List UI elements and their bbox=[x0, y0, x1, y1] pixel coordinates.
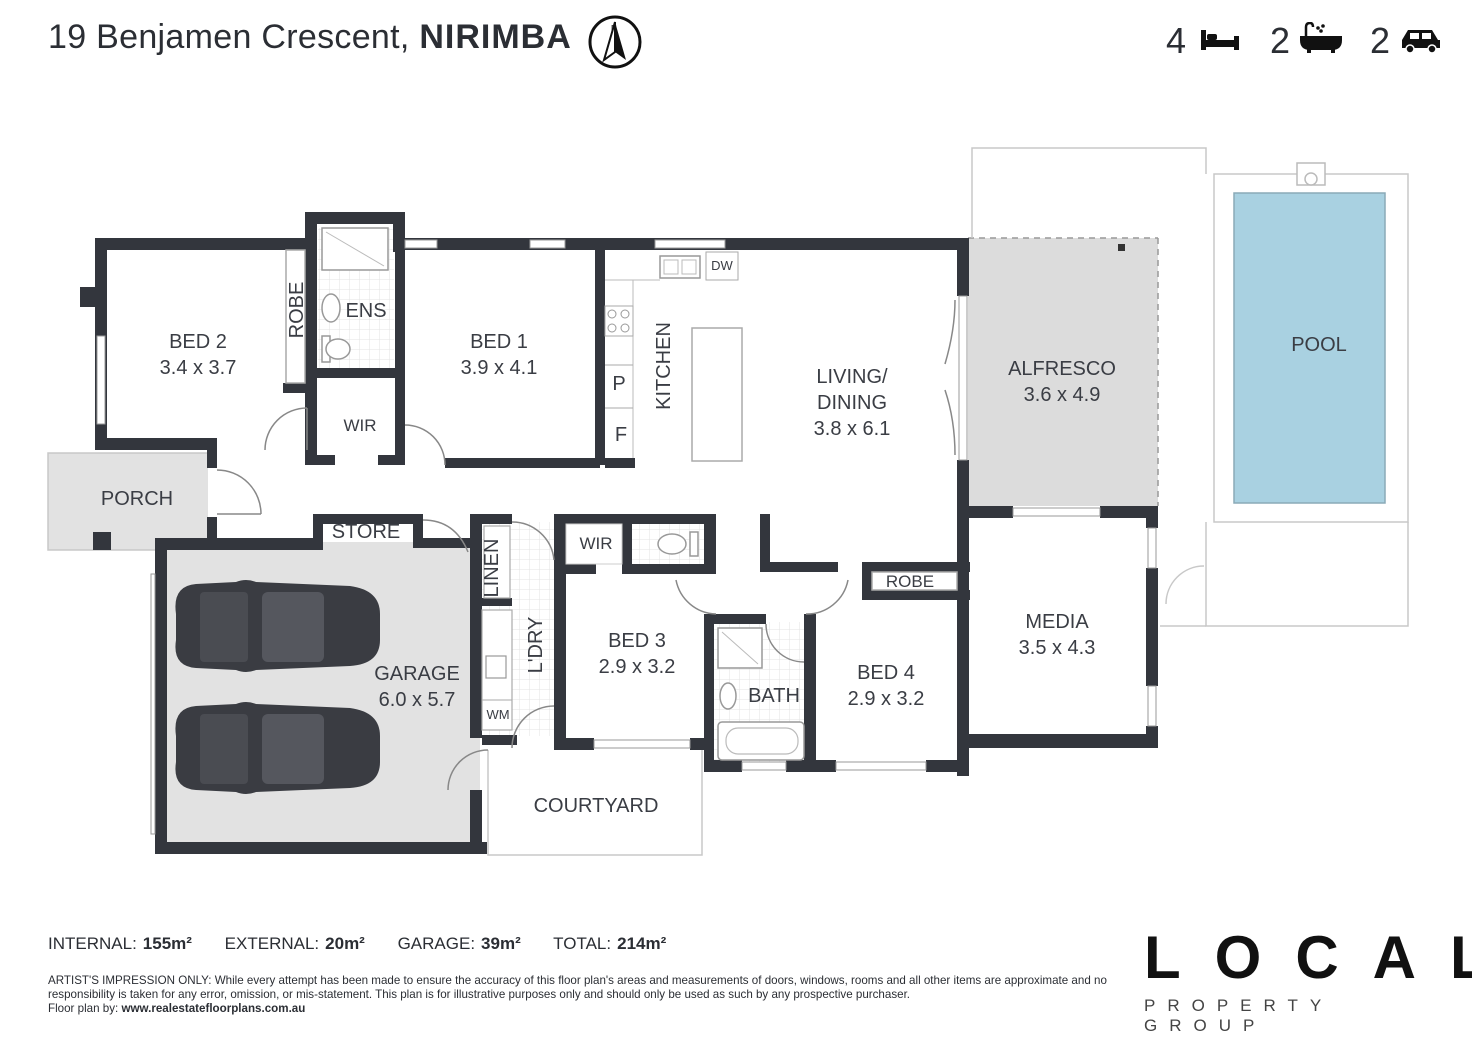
room-size: 6.0 x 5.7 bbox=[378, 689, 456, 711]
room-living-dining: LIVING/ DINING 3.8 x 6.1 bbox=[814, 364, 891, 442]
brand-logo: LOCAL PROPERTY GROUP bbox=[1144, 924, 1472, 1036]
room-size: 3.5 x 4.3 bbox=[1018, 637, 1096, 659]
room-kitchen: KITCHEN bbox=[653, 322, 675, 410]
ensuite-toilet bbox=[325, 338, 351, 360]
disclaimer-text: ARTIST'S IMPRESSION ONLY: While every at… bbox=[48, 974, 1107, 1001]
garage-car-top bbox=[175, 580, 380, 672]
garage-area-label: GARAGE: bbox=[397, 934, 476, 953]
total-area-value: 214m² bbox=[617, 934, 667, 953]
street-address: 19 Benjamen Crescent, bbox=[48, 18, 410, 56]
room-size: 3.4 x 3.7 bbox=[159, 357, 237, 379]
room-size: 2.9 x 3.2 bbox=[598, 656, 676, 678]
kitchen-sink bbox=[659, 255, 701, 279]
bed-icon bbox=[1201, 30, 1239, 50]
room-name: ALFRESCO bbox=[1008, 358, 1116, 380]
external-area-label: EXTERNAL: bbox=[224, 934, 320, 953]
robe-bed4 bbox=[871, 571, 958, 591]
room-size: 3.6 x 4.9 bbox=[1023, 384, 1101, 406]
room-name: BED 2 bbox=[169, 331, 227, 353]
room-garage: GARAGE 6.0 x 5.7 bbox=[374, 661, 460, 713]
room-pool: POOL bbox=[1291, 334, 1347, 356]
credit-label: Floor plan by: bbox=[48, 1002, 119, 1015]
room-alfresco: ALFRESCO 3.6 x 4.9 bbox=[1008, 356, 1116, 408]
room-name: BED 4 bbox=[857, 662, 915, 684]
internal-area-label: INTERNAL: bbox=[48, 934, 137, 953]
bathtub-icon bbox=[1300, 22, 1342, 53]
room-store: STORE bbox=[331, 521, 401, 543]
bedroom-count: 4 bbox=[1166, 20, 1187, 61]
pantry-label: P bbox=[612, 373, 626, 395]
suburb-name: NIRIMBA bbox=[419, 18, 572, 56]
room-name: MEDIA bbox=[1025, 611, 1089, 633]
svg-text:N: N bbox=[611, 24, 617, 33]
room-wir-bed1: WIR bbox=[343, 416, 377, 435]
room-bed-4: BED 4 2.9 x 3.2 bbox=[848, 660, 925, 712]
page-title: 19 Benjamen Crescent, NIRIMBA bbox=[48, 18, 572, 57]
ensuite-basin bbox=[321, 293, 341, 323]
garage-area-value: 39m² bbox=[481, 934, 521, 953]
room-bed-1: BED 1 3.9 x 4.1 bbox=[461, 329, 538, 381]
bathroom-count: 2 bbox=[1270, 20, 1291, 61]
room-size: 3.9 x 4.1 bbox=[460, 357, 538, 379]
room-bath: BATH bbox=[748, 685, 800, 707]
washing-machine-label: WM bbox=[486, 707, 510, 722]
room-wir-bed3: WIR bbox=[579, 534, 613, 553]
room-laundry: L'DRY bbox=[525, 616, 547, 674]
room-media: MEDIA 3.5 x 4.3 bbox=[1019, 609, 1096, 661]
room-name: LIVING/ bbox=[816, 366, 888, 388]
logo-wordmark: LOCAL bbox=[1144, 924, 1472, 991]
logo-tagline: PROPERTY GROUP bbox=[1144, 996, 1333, 1035]
kitchen-island bbox=[691, 327, 743, 462]
robe-bed2 bbox=[285, 249, 306, 384]
bath-basin bbox=[719, 682, 737, 710]
room-name: GARAGE bbox=[374, 663, 460, 685]
alfresco-area bbox=[968, 238, 1158, 506]
car-space-count: 2 bbox=[1370, 20, 1391, 61]
external-area-value: 20m² bbox=[325, 934, 365, 953]
windows bbox=[96, 239, 1157, 835]
dishwasher-label: DW bbox=[711, 258, 733, 273]
total-area-label: TOTAL: bbox=[553, 934, 612, 953]
room-linen: LINEN bbox=[481, 538, 503, 598]
fridge-label: F bbox=[614, 424, 628, 446]
room-courtyard: COURTYARD bbox=[533, 795, 659, 817]
room-ensuite: ENS bbox=[345, 300, 387, 322]
room-name: BED 1 bbox=[470, 331, 528, 353]
internal-area-value: 155m² bbox=[142, 934, 192, 953]
laundry-tub bbox=[485, 655, 507, 679]
north-arrow-icon: N bbox=[588, 15, 642, 69]
toilet bbox=[657, 533, 687, 555]
area-summary: INTERNAL: 155m² EXTERNAL: 20m² GARAGE: 39m²… bbox=[48, 934, 694, 954]
pool-water bbox=[1233, 192, 1386, 504]
room-bed-2: BED 2 3.4 x 3.7 bbox=[160, 329, 237, 381]
room-bed-3: BED 3 2.9 x 3.2 bbox=[599, 628, 676, 680]
room-porch: PORCH bbox=[100, 488, 174, 510]
room-name-2: DINING bbox=[817, 392, 887, 414]
room-size: 2.9 x 3.2 bbox=[847, 688, 925, 710]
door-swings bbox=[216, 299, 956, 791]
room-robe-bed2: ROBE bbox=[286, 281, 308, 339]
property-stats: 4 2 2 bbox=[1160, 18, 1450, 62]
porch-area bbox=[48, 453, 208, 550]
room-robe-bed4: ROBE bbox=[885, 572, 935, 591]
car-icon bbox=[1402, 30, 1440, 54]
room-name: BED 3 bbox=[608, 630, 666, 652]
garage-car-bottom bbox=[175, 702, 380, 794]
disclaimer: ARTIST'S IMPRESSION ONLY: While every at… bbox=[48, 974, 1128, 1016]
credit-link[interactable]: www.realestatefloorplans.com.au bbox=[121, 1002, 306, 1015]
walls bbox=[80, 212, 1158, 854]
room-size: 3.8 x 6.1 bbox=[813, 418, 891, 440]
